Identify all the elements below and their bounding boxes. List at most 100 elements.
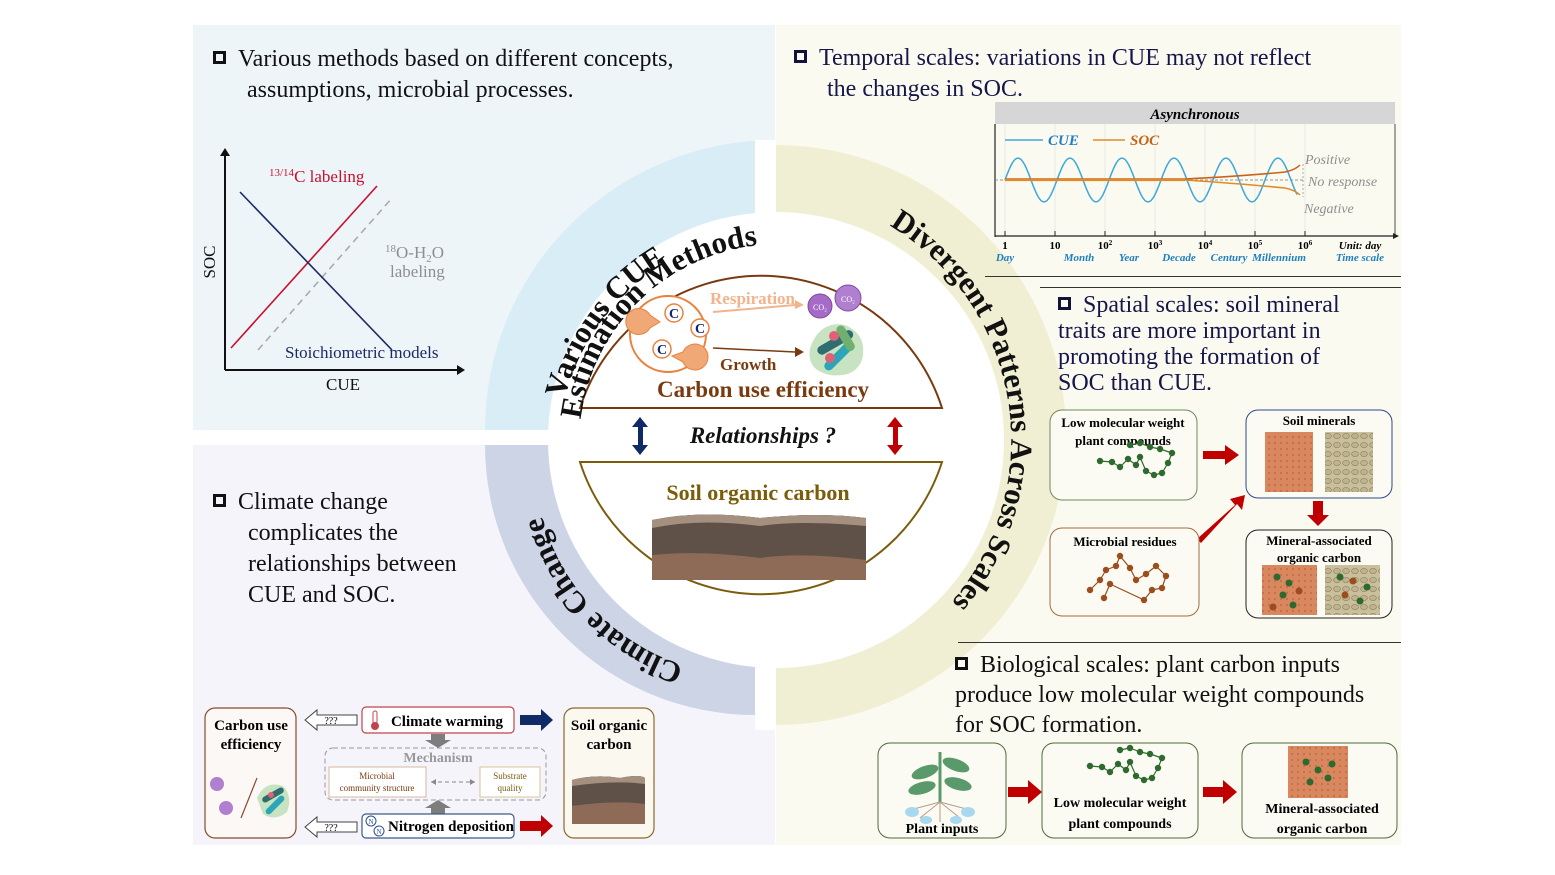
co2-icon: CO₂ CO₂ <box>807 284 862 319</box>
methods-headline: Various methods based on different conce… <box>213 44 673 106</box>
svg-text:plant compounds: plant compounds <box>1068 817 1172 832</box>
co2-icon <box>210 777 233 815</box>
tick-label: 10 <box>1050 240 1062 252</box>
y-axis-label: SOC <box>200 245 219 278</box>
outcome-negative: Negative <box>1303 202 1354 217</box>
nitrogen-deposition-label: Nitrogen deposition <box>388 819 515 835</box>
unknown-effect-arrow-bottom[interactable]: ??? <box>304 815 358 839</box>
soil-profile-icon <box>572 776 645 824</box>
molecule-chain-icon <box>1086 744 1166 784</box>
spatial-headline: Spatial scales: soil mineral traits are … <box>1058 292 1340 396</box>
growth-arrow <box>712 347 796 353</box>
carbon-symbol: C <box>657 343 667 358</box>
flow-soc-label-1: Soil organic <box>571 718 648 734</box>
thermometer-icon <box>371 710 379 730</box>
biological-headline: Biological scales: plant carbon inputs p… <box>955 652 1365 738</box>
unknown-effect-arrow-top[interactable]: ??? <box>304 708 358 732</box>
time-unit-label: Century <box>1211 252 1248 264</box>
carbon-symbol: C <box>695 322 705 337</box>
soc-title: Soil organic carbon <box>666 480 849 505</box>
growth-label: Growth <box>720 355 777 374</box>
svg-text:Mineral-associated: Mineral-associated <box>1265 802 1379 817</box>
checkbox-bullet-icon <box>955 657 968 670</box>
flow-soc-label-2: carbon <box>587 737 633 753</box>
mechanism-box <box>324 747 547 801</box>
svg-text:Low molecular weight: Low molecular weight <box>1054 796 1187 811</box>
relationships-label: Relationships ? <box>689 423 836 448</box>
up-arrow <box>425 800 451 814</box>
svg-text:organic carbon: organic carbon <box>1277 822 1368 837</box>
arrow <box>1307 501 1329 526</box>
svg-text:community structure: community structure <box>340 783 415 793</box>
bound-molecules-icon <box>1269 573 1371 611</box>
legend-18o-labeling-line2: labeling <box>390 262 445 281</box>
checkbox-bullet-icon <box>213 494 226 507</box>
respiration-arrow <box>712 304 796 313</box>
svg-text:Soil minerals: Soil minerals <box>1283 413 1356 428</box>
box-microbial-residues <box>1049 527 1200 617</box>
flow-cue-label-1: Carbon use <box>214 718 288 734</box>
arrow <box>1008 780 1042 804</box>
box-lmw-compounds <box>1049 409 1198 501</box>
svg-text:???: ??? <box>324 716 338 727</box>
checkbox-bullet-icon <box>794 50 807 63</box>
svg-text:Plant inputs: Plant inputs <box>906 822 979 837</box>
microbes-icon <box>809 324 864 376</box>
tick-label: 106 <box>1298 239 1313 252</box>
soc-positive-line <box>1005 164 1301 180</box>
legend-18o-labeling: 18O-H2O <box>385 243 444 265</box>
mechanism-title: Mechanism <box>403 751 473 766</box>
svg-text:quality: quality <box>498 783 523 793</box>
divider <box>958 642 1401 643</box>
cue-title: Carbon use efficiency <box>657 377 870 402</box>
series-line-stoichiometric <box>239 191 393 351</box>
series-line-13c-labeling <box>230 185 378 349</box>
tick-label: 1 <box>1002 240 1008 252</box>
climate-warming-label: Climate warming <box>391 714 504 730</box>
svg-text:Microbial: Microbial <box>359 771 395 781</box>
arrow <box>1203 445 1239 465</box>
nitrogen-icon: N N <box>365 815 385 837</box>
checkbox-bullet-icon <box>1058 297 1071 310</box>
respiration-label: Respiration <box>710 289 796 308</box>
bidirectional-arrow-navy <box>632 417 648 455</box>
divider <box>985 276 1401 277</box>
soc-negative-line <box>1005 179 1301 196</box>
divider <box>1040 287 1401 288</box>
svg-text:CO₂: CO₂ <box>813 303 827 312</box>
chart-title-bar <box>995 102 1395 124</box>
molecule-chain-icon <box>1096 439 1176 479</box>
tick-label: 102 <box>1098 239 1113 252</box>
bidirectional-arrow-red <box>887 417 903 455</box>
arrow <box>1197 495 1245 543</box>
carbon-symbol: C <box>669 307 679 322</box>
molecule-chain-icon <box>1086 552 1170 604</box>
time-unit-label: Millennium <box>1251 252 1306 264</box>
checkbox-bullet-icon <box>213 51 226 64</box>
tick-label: 103 <box>1148 239 1163 252</box>
series-line-18o-labeling <box>257 197 393 351</box>
down-arrow <box>425 734 451 748</box>
bound-molecules-icon <box>1302 758 1336 786</box>
svg-text:Substrate: Substrate <box>493 771 527 781</box>
substrate-quality-box <box>479 766 541 798</box>
legend-stoichiometric-models: Stoichiometric models <box>285 343 438 362</box>
flow-cue-label-2: efficiency <box>221 737 282 753</box>
outcome-no-response: No response <box>1307 175 1377 190</box>
legend-13c-labeling: 13/14C labeling <box>269 167 365 186</box>
time-unit-label: Year <box>1119 252 1140 264</box>
climate-flow-diagram: Carbon use efficiency ??? ??? Climate wa… <box>204 706 655 839</box>
tick-label: 104 <box>1198 239 1213 252</box>
tick-label: 105 <box>1248 239 1263 252</box>
plant-icon <box>905 752 975 824</box>
time-scale-label: Time scale <box>1336 252 1384 264</box>
time-unit-label: Day <box>995 252 1014 264</box>
legend-soc: SOC <box>1130 133 1160 149</box>
svg-text:plant compounds: plant compounds <box>1075 433 1171 448</box>
spatial-flow-diagram: Low molecular weight plant compounds Soi… <box>1049 409 1393 619</box>
nitrogen-deposition-box <box>361 813 515 839</box>
svg-text:Microbial residues: Microbial residues <box>1073 534 1176 549</box>
microbial-community-box <box>328 766 427 798</box>
svg-text:N: N <box>376 828 381 836</box>
